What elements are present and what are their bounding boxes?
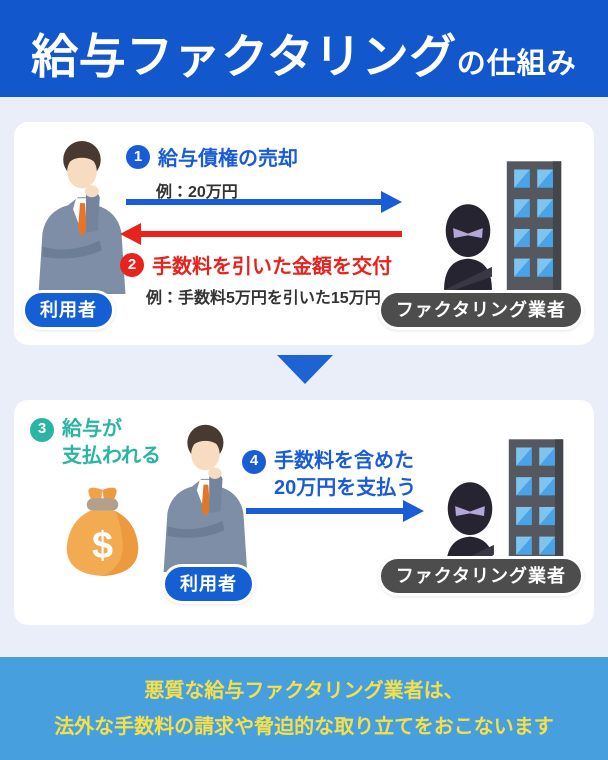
money-bag-icon: $ [66, 487, 139, 576]
businessman-icon [38, 140, 126, 294]
step-1-example: 例：20万円 [156, 184, 238, 201]
vendor-badge: ファクタリング業者 [377, 290, 584, 330]
step-1-text: 給与債権の売却 [158, 148, 298, 170]
businessman-icon [163, 424, 248, 572]
step-4-number-icon: 4 [242, 449, 266, 474]
step-2-number-icon: 2 [120, 252, 144, 277]
step-1-label: 1 給与債権の売却 [126, 142, 298, 171]
arrow-shaft [141, 231, 402, 237]
flow-panel-bottom: 3 給与が 支払われる $ 利用者 [14, 400, 594, 625]
step-2-text: 手数料を引いた金額を交付 [152, 256, 392, 278]
step-2-label: 2 手数料を引いた金額を交付 [120, 250, 392, 279]
arrow-shaft [126, 199, 381, 205]
user-badge: 利用者 [162, 564, 255, 604]
step-3-number-icon: 3 [30, 417, 54, 442]
step-3-text-line2: 支払われる [62, 445, 161, 467]
step-3-label: 3 給与が 支払われる [30, 416, 161, 470]
step-3-text-line1: 給与が [62, 418, 122, 440]
factoring-company-icon [446, 439, 564, 568]
warning-line-2: 法外な手数料の請求や脅迫的な取り立てをおこないます [54, 715, 554, 738]
user-badge: 利用者 [22, 290, 115, 330]
step-4-text-line1: 手数料を含めた [274, 450, 414, 472]
step-1-number-icon: 1 [126, 144, 150, 169]
building-windows [516, 447, 555, 555]
arrow-shaft [246, 508, 403, 514]
factoring-company-icon [444, 161, 562, 290]
step-4-label: 4 手数料を含めた 20万円を支払う [242, 448, 416, 502]
arrow-head-icon [403, 500, 424, 522]
page-title-sub: の仕組み [456, 48, 577, 80]
step-2-example: 例：手数料5万円を引いた15万円 [146, 290, 381, 307]
header-banner: 給与ファクタリング の仕組み [0, 0, 608, 97]
warning-banner: 悪質な給与ファクタリング業者は、 法外な手数料の請求や脅迫的な取り立てをおこない… [0, 657, 608, 760]
step-4-text-line2: 20万円を支払う [274, 477, 417, 499]
down-triangle-icon [277, 355, 333, 384]
blue-right-arrow [246, 500, 424, 522]
arrow-head-icon [381, 191, 402, 213]
page-title-main: 給与ファクタリング [31, 30, 457, 83]
flow-panel-top: 利用者 1 給与債権の売却 例：20万円 2 手数料を引いた金額を交付 例：手数… [14, 122, 594, 345]
blue-right-arrow [126, 191, 402, 213]
warning-line-1: 悪質な給与ファクタリング業者は、 [144, 679, 464, 702]
arrow-head-icon [120, 223, 141, 245]
dollar-sign: $ [92, 525, 113, 567]
red-left-arrow [120, 223, 402, 245]
vendor-badge: ファクタリング業者 [377, 556, 584, 596]
masked-villain-icon [444, 204, 492, 290]
building-windows [514, 169, 553, 277]
